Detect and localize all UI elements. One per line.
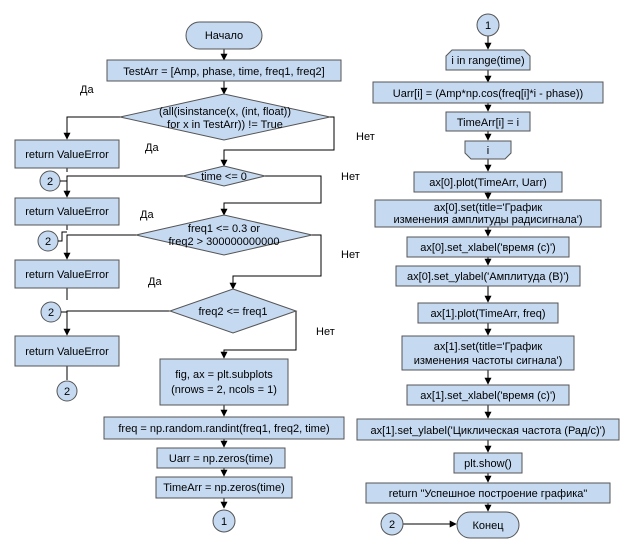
show-process: plt.show() [453, 452, 523, 474]
label-no-2: Нет [341, 171, 360, 183]
decision-freq-range: freq1 <= 0.3 or freq2 > 300000000000 [135, 214, 313, 256]
plot1-process: ax[1].plot(TimeArr, freq) [417, 302, 559, 324]
timearr-i-label: TimeArr[i] = i [457, 117, 519, 129]
xlabel0-label: ax[0].set_xlabel('время (с)') [420, 242, 555, 254]
connector-2-c-label: 2 [48, 307, 54, 319]
return-valueerror-2: return ValueError [14, 197, 120, 226]
return-valueerror-1-label: return ValueError [25, 149, 109, 161]
decision-isinstance: (all(isinstance(x, (int, float)) for x i… [119, 93, 331, 141]
set0-line1: ax[0].set(title='График [434, 202, 543, 214]
loop-start: i in range(time) [445, 49, 531, 71]
subplots-line2: (nrows = 2, ncols = 1) [171, 384, 277, 396]
return-success-label: return "Успешное построение графика" [389, 488, 588, 500]
label-yes-1: Да [80, 84, 94, 96]
timearr-process: TimeArr = np.zeros(time) [155, 476, 293, 499]
return-valueerror-3: return ValueError [14, 259, 120, 289]
decision-isinstance-line1: (all(isinstance(x, (int, float)) [159, 106, 291, 118]
decision-freq-range-line1: freq1 <= 0.3 or [188, 223, 260, 235]
set0-process: ax[0].set(title='График изменения амплит… [374, 199, 602, 228]
timearr-label: TimeArr = np.zeros(time) [163, 482, 285, 494]
ylabel0-process: ax[0].set_ylabel('Амплитуда (В)') [395, 265, 581, 287]
uarr-i-process: Uarr[i] = (Amp*np.cos(freq[i]*i - phase)… [372, 81, 604, 104]
timearr-i-process: TimeArr[i] = i [445, 111, 531, 132]
ylabel0-label: ax[0].set_ylabel('Амплитуда (В)') [407, 271, 569, 283]
connector-1-top: 1 [476, 13, 500, 37]
xlabel1-process: ax[1].set_xlabel('время (с)') [406, 384, 570, 406]
connector-2-d: 2 [56, 380, 78, 402]
decision-freq-range-line2: freq2 > 300000000000 [168, 236, 279, 248]
ylabel1-label: ax[1].set_ylabel('Циклическая частота (Р… [371, 425, 606, 437]
ylabel1-process: ax[1].set_ylabel('Циклическая частота (Р… [356, 418, 620, 441]
loop-end: i [464, 140, 512, 160]
connector-2-end: 2 [380, 512, 404, 536]
loop-start-label: i in range(time) [451, 55, 524, 67]
return-valueerror-4-label: return ValueError [25, 346, 109, 358]
connector-2-c: 2 [40, 301, 62, 323]
start-label: Начало [205, 30, 243, 42]
set1-process: ax[1].set(title='График изменения частот… [401, 335, 575, 371]
testarr-process: TestArr = [Amp, phase, time, freq1, freq… [106, 59, 342, 82]
decision-freq-order: freq2 <= freq1 [168, 288, 298, 334]
connector-1-bottom-label: 1 [221, 516, 227, 528]
freq-label: freq = np.random.randint(freq1, freq2, t… [118, 423, 329, 435]
connector-2-d-label: 2 [64, 386, 70, 398]
label-yes-2: Да [145, 142, 159, 154]
decision-time: time <= 0 [182, 165, 266, 187]
return-valueerror-4: return ValueError [14, 335, 120, 367]
right-flow-lines [403, 36, 492, 528]
decision-time-label: time <= 0 [201, 171, 247, 183]
testarr-label: TestArr = [Amp, phase, time, freq1, freq… [123, 66, 324, 78]
set0-line2: изменения амплитуды радисигнала') [393, 214, 582, 226]
freq-process: freq = np.random.randint(freq1, freq2, t… [103, 416, 345, 440]
set1-line1: ax[1].set(title='График [434, 341, 543, 353]
show-label: plt.show() [464, 458, 512, 470]
set1-line2: изменения частоты сигнала') [414, 355, 563, 367]
subplots-line1: fig, ax = plt.subplots [175, 369, 273, 381]
uarr-label: Uarr = np.zeros(time) [169, 453, 273, 465]
end-terminal: Конец [456, 511, 520, 539]
plot1-label: ax[1].plot(TimeArr, freq) [430, 308, 545, 320]
label-yes-4: Да [148, 276, 162, 288]
return-valueerror-2-label: return ValueError [25, 206, 109, 218]
connector-2-end-label: 2 [389, 519, 395, 531]
decision-isinstance-line2: for x in TestArr)) != True [167, 119, 283, 131]
uarr-i-label: Uarr[i] = (Amp*np.cos(freq[i]*i - phase)… [393, 88, 583, 100]
return-success-process: return "Успешное построение графика" [365, 482, 611, 504]
end-label: Конец [472, 520, 504, 532]
start-terminal: Начало [185, 21, 263, 50]
label-no-4: Нет [316, 326, 335, 338]
plot0-label: ax[0].plot(TimeArr, Uarr) [429, 177, 547, 189]
connector-1-top-label: 1 [485, 20, 491, 32]
xlabel0-process: ax[0].set_xlabel('время (с)') [406, 236, 570, 258]
left-flow-lines [63, 49, 335, 509]
return-valueerror-1: return ValueError [14, 139, 120, 169]
label-no-1: Нет [356, 131, 375, 143]
connector-1-bottom: 1 [212, 509, 236, 533]
plot0-process: ax[0].plot(TimeArr, Uarr) [413, 171, 563, 193]
loop-end-label: i [487, 145, 489, 157]
connector-2-b: 2 [37, 230, 59, 252]
decision-freq-order-label: freq2 <= freq1 [198, 306, 267, 318]
label-no-3: Нет [341, 249, 360, 261]
xlabel1-label: ax[1].set_xlabel('время (с)') [420, 390, 555, 402]
connector-2-a-label: 2 [47, 176, 53, 188]
subplots-process: fig, ax = plt.subplots (nrows = 2, ncols… [159, 358, 289, 406]
uarr-process: Uarr = np.zeros(time) [156, 447, 286, 469]
connector-2-b-label: 2 [45, 236, 51, 248]
label-yes-3: Да [140, 209, 154, 221]
return-valueerror-3-label: return ValueError [25, 269, 109, 281]
connector-2-a: 2 [39, 170, 61, 192]
